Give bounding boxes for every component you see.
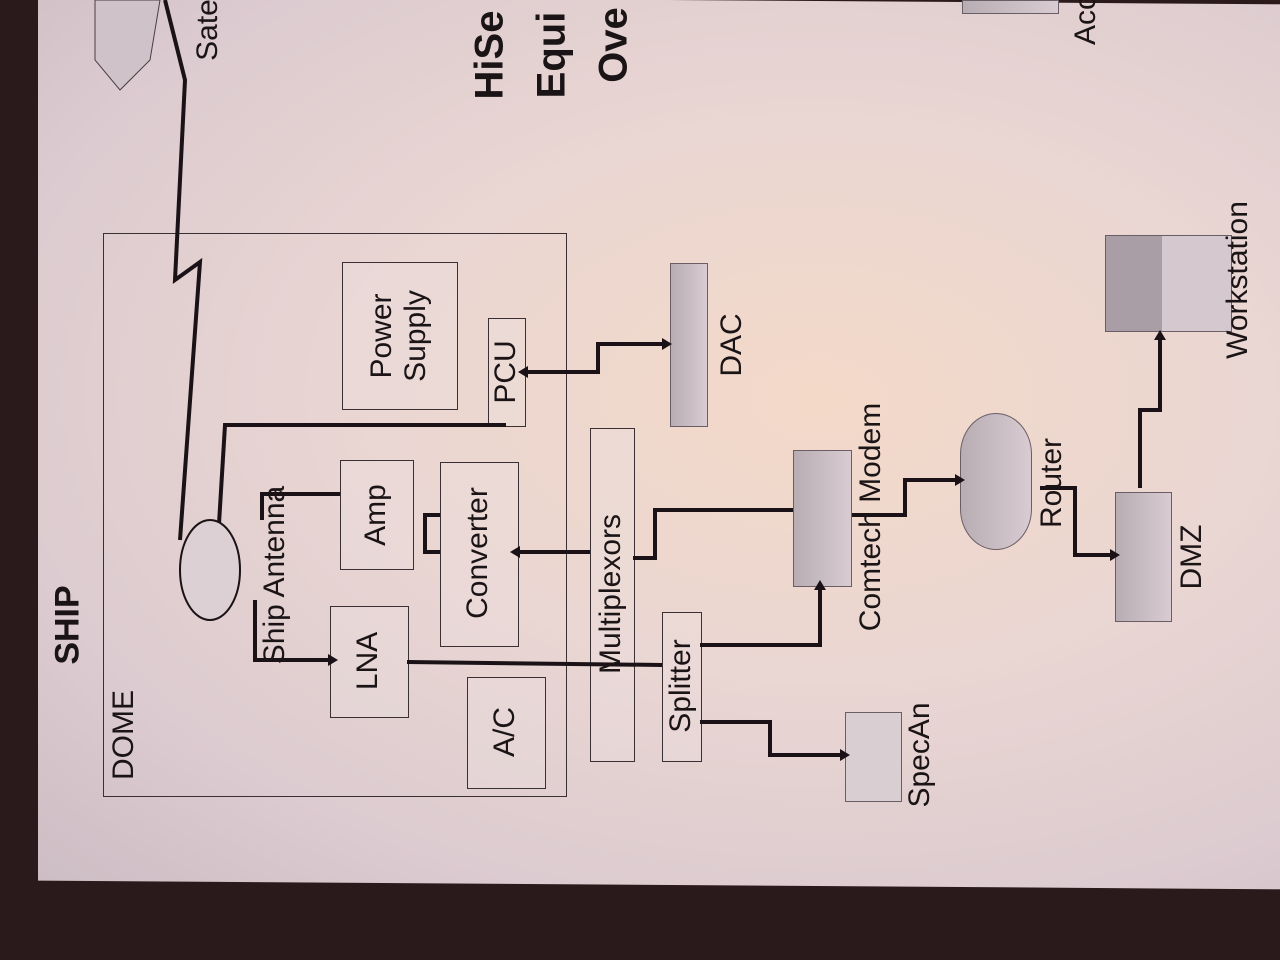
dome-box: [103, 233, 567, 797]
converter-label: Converter: [461, 487, 494, 619]
power-supply-label: Power Supply: [365, 290, 432, 382]
amp-antenna-line: [260, 492, 340, 520]
router-device: [960, 413, 1032, 550]
comtech-modem-label: Comtech Modem: [854, 402, 887, 632]
comtech-modem-device: [793, 450, 852, 587]
pcu-label: PCU: [489, 340, 522, 404]
splitter-specan-line: [700, 720, 840, 757]
pcu-dac-line: [528, 342, 662, 374]
dmz-device: [1115, 492, 1172, 622]
specan-device: [845, 712, 902, 802]
dac-device: [670, 263, 708, 427]
workstation-device: [1105, 235, 1232, 332]
modem-router-line: [852, 478, 955, 517]
router-label: Router: [1035, 437, 1068, 529]
satellite-icon: [94, 0, 161, 91]
workstation-label: Workstation: [1221, 201, 1254, 359]
splitter-box: [662, 612, 702, 762]
ship-antenna-dish-icon: [179, 519, 241, 621]
lna-label: LNA: [351, 631, 384, 691]
access-label: Acc: [1069, 0, 1102, 46]
dmz-label: DMZ: [1175, 524, 1208, 590]
ship-antenna-label: Ship Antenna: [258, 485, 291, 665]
lna-splitter-line: [406, 660, 663, 667]
satellite-link: [163, 0, 203, 541]
multiplexors-label: Multiplexors: [594, 513, 627, 675]
dome-label: DOME: [107, 690, 140, 780]
access-device: [962, 0, 1059, 14]
multiplexor-modem-line: [633, 508, 793, 560]
ac-label: A/C: [488, 706, 521, 758]
antenna-lna-line: [253, 600, 328, 662]
title-line-1: HiSe: [467, 10, 512, 100]
splitter-label: Splitter: [664, 639, 697, 733]
dmz-workstation-line: [1138, 340, 1162, 488]
title-line-3: Ove: [591, 7, 636, 83]
multiplexors-box: [590, 428, 635, 762]
router-dmz-line: [1040, 486, 1110, 557]
splitter-modem-line: [700, 590, 822, 647]
satellite-label: Sate: [191, 0, 224, 61]
converter-amp-line: [423, 513, 440, 554]
amp-label: Amp: [359, 484, 392, 546]
dac-label: DAC: [715, 313, 748, 377]
title-line-2: Equi: [529, 11, 574, 99]
converter-box: [440, 462, 519, 647]
ac-box: [467, 677, 546, 789]
specan-label: SpecAn: [903, 702, 936, 808]
ship-label: SHIP: [48, 585, 87, 665]
amp-box: [340, 460, 414, 570]
pcu-to-antenna-line: [216, 423, 506, 541]
power-supply-box: [342, 262, 458, 410]
